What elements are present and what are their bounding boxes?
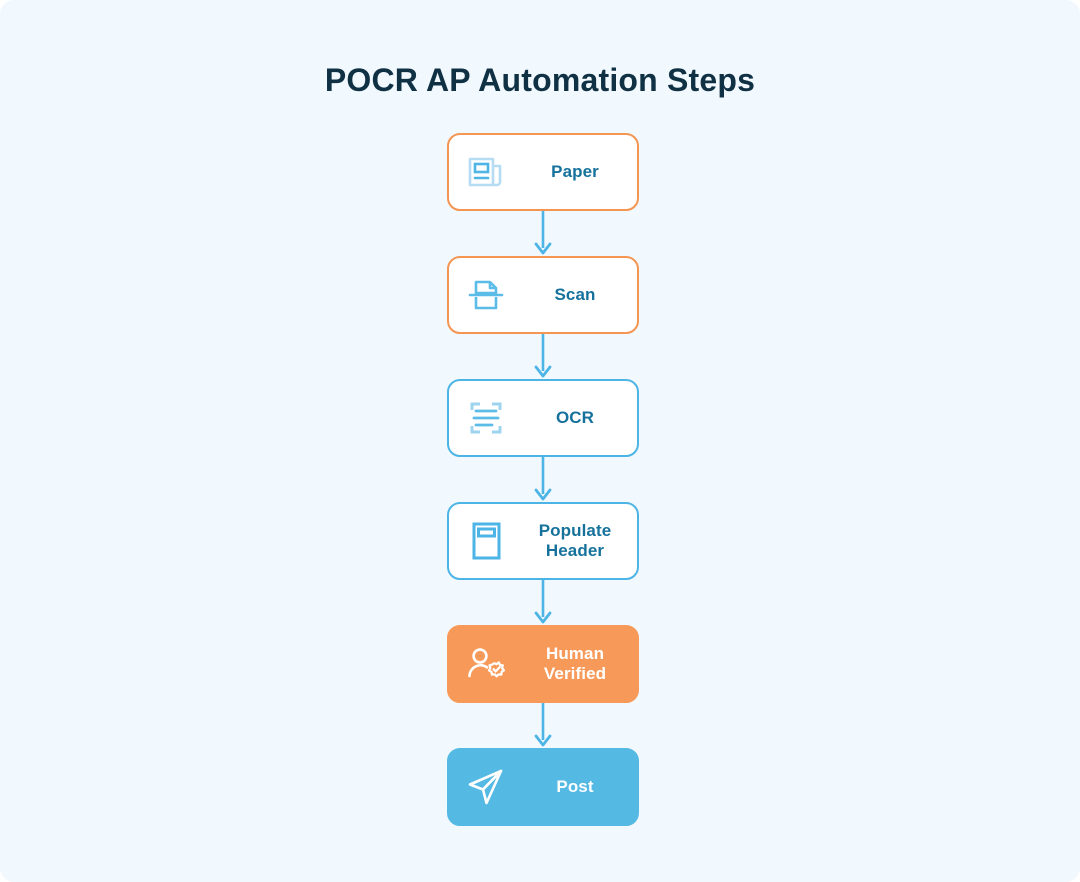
node-label: Paper [551,161,599,181]
send-paper-plane-icon [449,748,523,826]
connector-arrow [447,457,639,502]
flow-step-paper: Paper [447,133,639,211]
node-label: Populate Header [538,520,612,560]
node-label: Human Verified [543,643,607,683]
node-scan[interactable]: Scan [447,256,639,334]
text-recognition-icon [449,379,523,457]
page-title: POCR AP Automation Steps [324,62,756,98]
newspaper-icon [449,133,523,211]
scanner-document-icon [449,256,523,334]
node-label: OCR [555,407,595,427]
connector-arrow [447,580,639,625]
connector-arrow [447,211,639,256]
flow-step-scan: Scan [447,256,639,334]
user-verified-badge-icon [449,625,523,703]
connector-arrow [447,703,639,748]
node-label: Post [556,776,594,796]
flow-step-ocr: OCR [447,379,639,457]
flow-step-post: Post [447,748,639,826]
node-post[interactable]: Post [447,748,639,826]
node-human-verified[interactable]: Human Verified [447,625,639,703]
node-ocr[interactable]: OCR [447,379,639,457]
flowchart: Paper Scan [447,133,639,826]
document-header-icon [449,502,523,580]
node-populate-header[interactable]: Populate Header [447,502,639,580]
connector-arrow [447,334,639,379]
flow-step-populate-header: Populate Header [447,502,639,580]
node-label: Scan [554,284,596,304]
node-paper[interactable]: Paper [447,133,639,211]
flow-step-human-verified: Human Verified [447,625,639,703]
